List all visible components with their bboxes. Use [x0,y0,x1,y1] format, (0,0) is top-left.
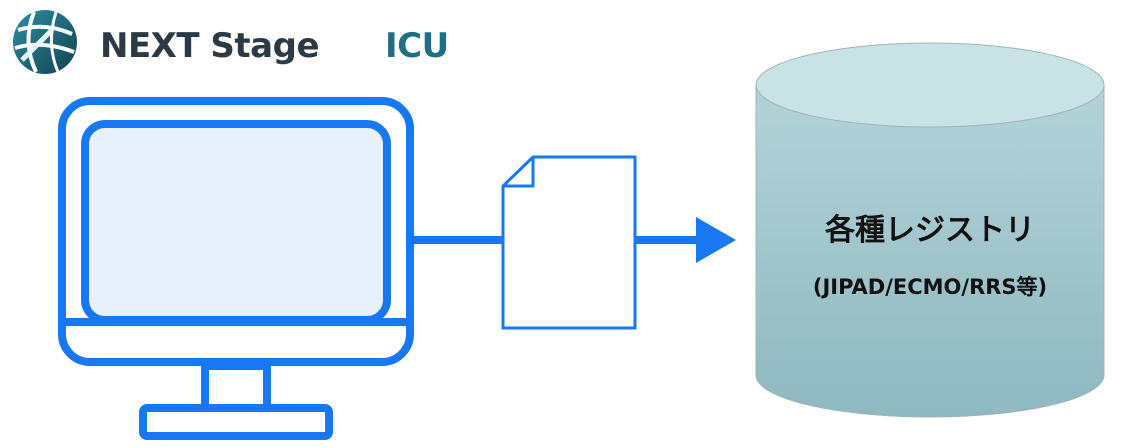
globe-logo-icon [13,10,77,74]
registry-subtitle: (JIPAD/ECMO/RRS等) [813,275,1047,299]
logo: NEXT Stage ICU [13,10,449,74]
monitor-screen [81,120,391,324]
brand-accent: ICU [385,26,449,66]
brand-name: NEXT Stage [100,26,319,66]
monitor-base [139,404,333,440]
registry-title: 各種レジストリ [824,213,1035,248]
arrow-right-icon [635,217,736,263]
document-icon [501,155,637,330]
monitor-icon [58,97,414,440]
database-cylinder-icon [755,42,1105,418]
monitor-neck [201,362,271,412]
